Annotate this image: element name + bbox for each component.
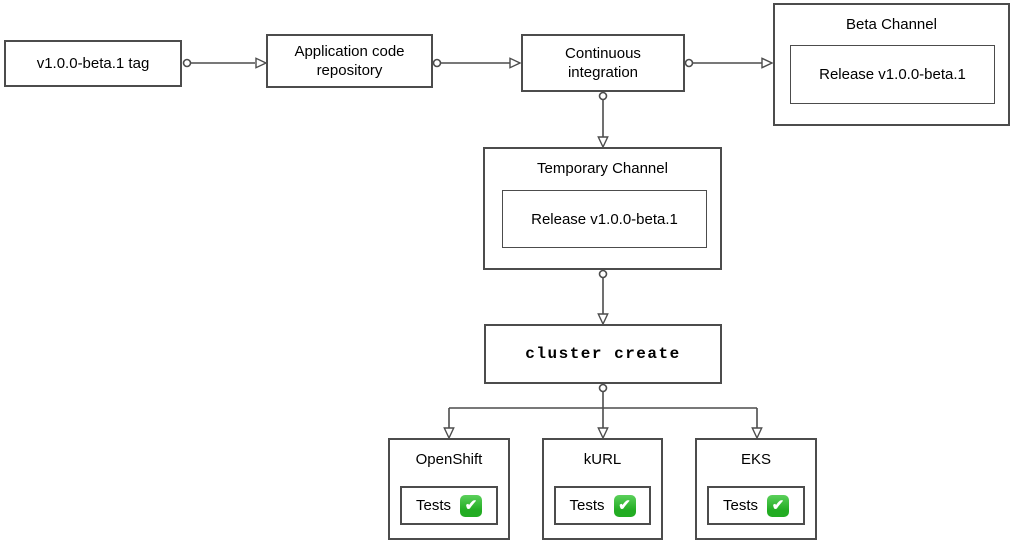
connector-temporary-to-cluster-create	[597, 269, 609, 326]
tests-box: Tests ✔	[400, 486, 498, 525]
check-icon: ✔	[767, 494, 789, 517]
connector-repo-to-ci	[432, 57, 522, 69]
cluster-title: OpenShift	[415, 451, 483, 468]
channel-title: Beta Channel	[846, 16, 937, 33]
connection-dot-icon	[598, 383, 608, 393]
cluster-title: EKS	[740, 451, 771, 468]
arrowhead-icon	[509, 57, 522, 69]
node-cluster-openshift: OpenShift Tests ✔	[388, 438, 510, 540]
tests-label: Tests	[722, 497, 758, 514]
node-cluster-create-command: cluster create	[484, 324, 722, 384]
connector-ci-to-temporary-channel	[597, 91, 609, 149]
connection-dot-icon	[182, 58, 192, 68]
node-cluster-kurl: kURL Tests ✔	[542, 438, 663, 540]
release-label: Release v1.0.0-beta.1	[819, 66, 966, 83]
arrowhead-icon	[761, 57, 774, 69]
node-label: Continuous integration	[565, 45, 641, 81]
arrowhead-icon	[597, 136, 609, 149]
release-label: Release v1.0.0-beta.1	[531, 210, 678, 228]
connector-cluster-create-to-clusters	[443, 383, 763, 440]
node-label: Application code repository	[294, 43, 405, 79]
connector-tag-to-repo	[182, 57, 268, 69]
connector-ci-to-beta-channel	[684, 57, 774, 69]
release-box: Release v1.0.0-beta.1	[790, 45, 995, 104]
arrowhead-icon	[597, 313, 609, 326]
check-icon: ✔	[613, 494, 636, 517]
node-version-tag: v1.0.0-beta.1 tag	[4, 40, 182, 87]
tests-box: Tests ✔	[554, 486, 651, 525]
node-continuous-integration: Continuous integration	[521, 34, 685, 92]
node-temporary-channel: Temporary Channel Release v1.0.0-beta.1	[483, 147, 722, 270]
connection-dot-icon	[684, 58, 694, 68]
tests-label: Tests	[569, 497, 605, 514]
node-beta-channel: Beta Channel Release v1.0.0-beta.1	[773, 3, 1010, 126]
node-label: v1.0.0-beta.1 tag	[36, 55, 150, 72]
connection-dot-icon	[598, 91, 608, 101]
cluster-title: kURL	[583, 451, 622, 468]
tests-label: Tests	[415, 497, 451, 514]
arrowhead-icon	[443, 427, 455, 440]
command-label: cluster create	[525, 345, 681, 363]
node-cluster-eks: EKS Tests ✔	[695, 438, 817, 540]
arrowhead-icon	[751, 427, 763, 440]
check-icon: ✔	[460, 494, 482, 517]
connection-dot-icon	[432, 58, 442, 68]
tests-box: Tests ✔	[707, 486, 805, 525]
arrowhead-icon	[597, 427, 609, 440]
arrowhead-icon	[255, 57, 268, 69]
connection-dot-icon	[598, 269, 608, 279]
release-box: Release v1.0.0-beta.1	[502, 190, 707, 248]
channel-title: Temporary Channel	[537, 160, 668, 177]
node-app-code-repository: Application code repository	[266, 34, 433, 88]
